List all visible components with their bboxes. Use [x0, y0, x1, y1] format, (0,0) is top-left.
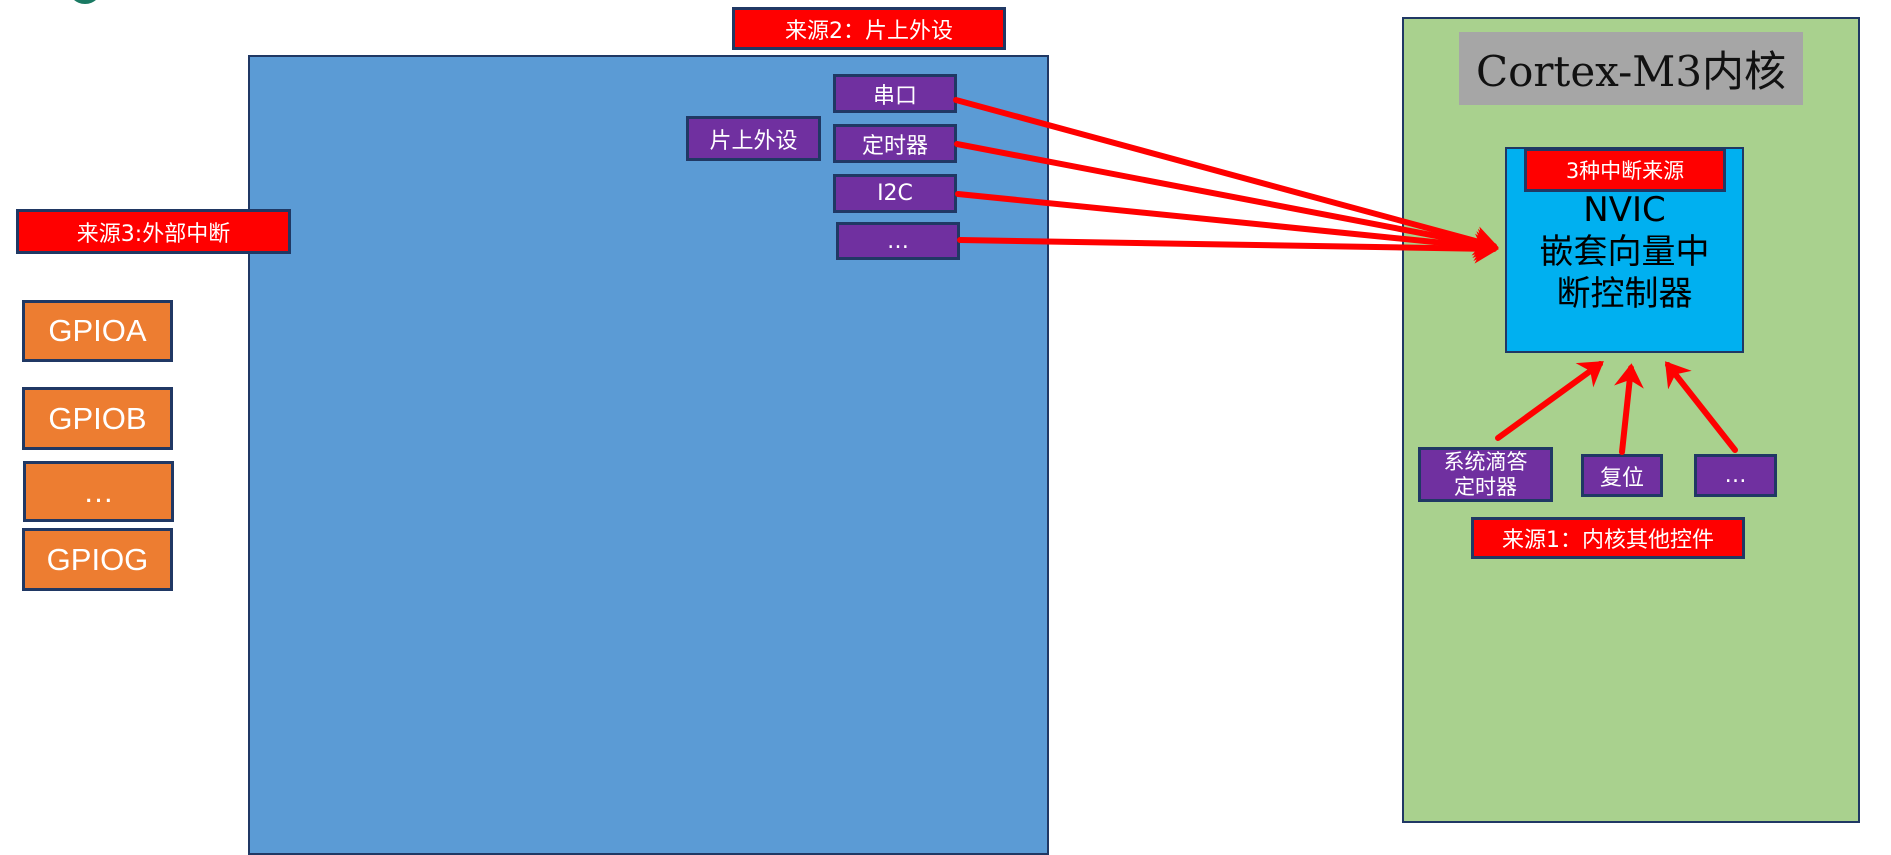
source1-label: 来源1：内核其他控件 — [1471, 517, 1745, 559]
reset-source: 复位 — [1581, 454, 1663, 497]
interrupt-sources-badge: 3种中断来源 — [1524, 148, 1726, 192]
gpio-more: … — [23, 461, 174, 522]
nvic-desc-line1: 嵌套向量中 — [1539, 232, 1710, 272]
gpio-a: GPIOA — [22, 300, 173, 362]
source2-label: 来源2：片上外设 — [732, 7, 1006, 50]
nvic-desc-line2: 断控制器 — [1556, 274, 1693, 314]
gpio-b: GPIOB — [22, 387, 173, 450]
core-source-more: … — [1694, 454, 1777, 497]
logo-icon — [68, 0, 102, 4]
peripheral-i2c: I2C — [833, 174, 957, 213]
source3-label: 来源3:外部中断 — [16, 209, 291, 254]
systick-line2: 定时器 — [1454, 474, 1517, 499]
nvic-text: NVIC 嵌套向量中 断控制器 — [1507, 189, 1742, 315]
peripheral-group-label: 片上外设 — [686, 116, 821, 161]
systick-timer: 系统滴答 定时器 — [1418, 447, 1553, 502]
cortex-m3-core — [1402, 17, 1860, 823]
core-title: Cortex-M3内核 — [1459, 32, 1803, 105]
gpio-g: GPIOG — [22, 528, 173, 591]
systick-line1: 系统滴答 — [1443, 449, 1528, 474]
peripheral-more: … — [836, 222, 960, 260]
nvic-title: NVIC — [1583, 190, 1666, 230]
peripheral-timer: 定时器 — [833, 124, 957, 163]
peripheral-uart: 串口 — [833, 74, 957, 113]
